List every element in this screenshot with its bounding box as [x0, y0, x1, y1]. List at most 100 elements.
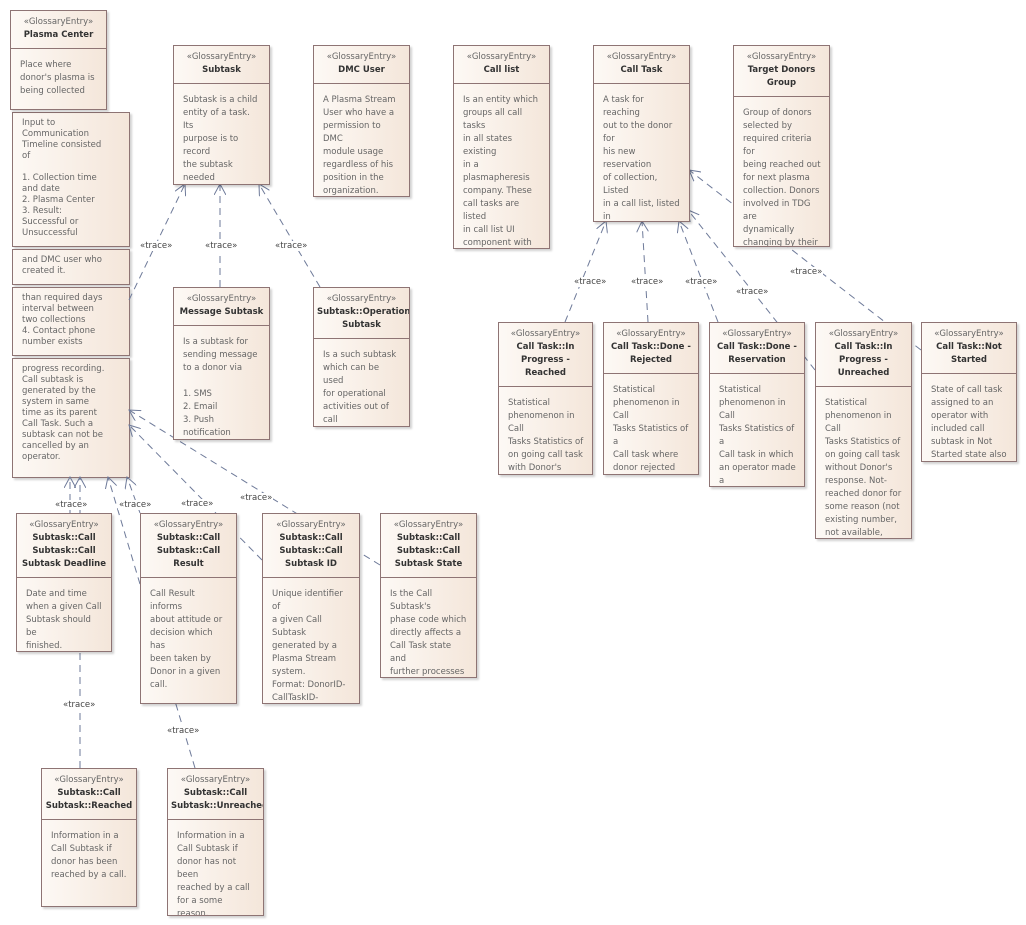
trace-label: «trace»: [204, 241, 239, 251]
stereotype-label: «GlossaryEntry»: [393, 520, 464, 530]
glossary-entry-in-progress-reached[interactable]: «GlossaryEntry»Call Task::In Progress - …: [498, 322, 593, 475]
entry-description: Statistical phenomenon in Call Tasks Sta…: [613, 385, 689, 473]
trace-label: «trace»: [62, 700, 97, 710]
stereotype-label: «GlossaryEntry»: [466, 52, 537, 62]
stereotype-label: «GlossaryEntry»: [186, 294, 257, 304]
stereotype-label: «GlossaryEntry»: [326, 52, 397, 62]
stereotype-label: «GlossaryEntry»: [746, 52, 817, 62]
entry-description: Date and time when a given Call Subtask …: [26, 589, 102, 651]
entry-name: Subtask::Call Subtask::Unreached: [171, 788, 264, 811]
stereotype-label: «GlossaryEntry»: [153, 520, 224, 530]
stereotype-label: «GlossaryEntry»: [186, 52, 257, 62]
stereotype-label: «GlossaryEntry»: [23, 17, 94, 27]
entry-description: Is the Call Subtask's phase code which d…: [390, 589, 467, 677]
glossary-entry-call-subtask-deadline[interactable]: «GlossaryEntry»Subtask::Call Subtask::Ca…: [16, 513, 112, 652]
entry-name: Subtask::Call Subtask::Call Result: [156, 533, 221, 569]
entry-name: Call list: [483, 65, 520, 75]
entry-name: Call Task::In Progress - Unreached: [834, 342, 893, 378]
glossary-entry-operational-subtask[interactable]: «GlossaryEntry»Subtask::Operational Subt…: [313, 287, 410, 427]
entry-name: Subtask::Call Subtask::Call Subtask ID: [279, 533, 343, 569]
entry-description: Statistical phenomenon in Call Tasks Sta…: [719, 385, 796, 486]
stereotype-label: «GlossaryEntry»: [180, 775, 251, 785]
glossary-entry-communication[interactable]: and DMC user who created it.: [12, 249, 130, 285]
glossary-entry-call-result[interactable]: «GlossaryEntry»Subtask::Call Subtask::Ca…: [140, 513, 237, 704]
glossary-entry-dmc-user[interactable]: «GlossaryEntry» DMC User A Plasma Stream U…: [313, 45, 410, 197]
glossary-entry-donor[interactable]: than required days interval between two …: [12, 287, 130, 356]
entry-name: Call Task::Done - Reservation: [717, 342, 797, 365]
entry-description: Information in a Call Subtask if donor h…: [177, 831, 250, 916]
glossary-entry-call-task[interactable]: «GlossaryEntry» Call Task A task for reach…: [593, 45, 690, 222]
entry-name: DMC User: [338, 65, 385, 75]
stereotype-label: «GlossaryEntry»: [934, 329, 1004, 339]
entry-name: Call Task::Done - Rejected: [611, 342, 691, 365]
stereotype-label: «GlossaryEntry»: [54, 775, 124, 785]
glossary-entry-done-reservation[interactable]: «GlossaryEntry»Call Task::Done - Reserva…: [709, 322, 805, 487]
stereotype-label: «GlossaryEntry»: [276, 520, 346, 530]
glossary-entry-call-subtask-state[interactable]: «GlossaryEntry»Subtask::Call Subtask::Ca…: [380, 513, 477, 678]
entry-description: Input to Communication Timeline consiste…: [22, 118, 102, 238]
glossary-entry-unreached[interactable]: «GlossaryEntry»Subtask::Call Subtask::Un…: [167, 768, 264, 916]
trace-label: «trace»: [684, 277, 719, 287]
stereotype-label: «GlossaryEntry»: [616, 329, 686, 339]
entry-name: Call Task::In Progress - Reached: [516, 342, 575, 378]
entry-description: Unique identifier of a given Call Subtas…: [272, 589, 346, 703]
trace-line: [108, 477, 196, 769]
entry-name: Subtask::Operational Subtask: [317, 307, 410, 330]
entry-description: than required days interval between two …: [22, 293, 103, 347]
entry-name: Target Donors Group: [747, 65, 816, 88]
entry-description: Statistical phenomenon in Call Tasks Sta…: [825, 398, 902, 538]
trace-label: «trace»: [118, 500, 153, 510]
trace-label: «trace»: [54, 500, 89, 510]
entry-description: Subtask is a child entity of a task. Its…: [183, 95, 258, 183]
trace-label: «trace»: [573, 277, 608, 287]
entry-name: Subtask::Call Subtask::Call Subtask Stat…: [394, 533, 463, 569]
glossary-entry-in-progress-unreached[interactable]: «GlossaryEntry»Call Task::In Progress - …: [815, 322, 912, 539]
trace-label: «trace»: [630, 277, 665, 287]
trace-label: «trace»: [735, 287, 770, 297]
glossary-entry-call-subtask-id[interactable]: «GlossaryEntry»Subtask::Call Subtask::Ca…: [262, 513, 360, 704]
glossary-entry-communication-input[interactable]: Input to Communication Timeline consiste…: [12, 112, 130, 247]
stereotype-label: «GlossaryEntry»: [326, 294, 397, 304]
entry-description: Place where donor's plasma is being coll…: [20, 60, 95, 96]
trace-label: «trace»: [139, 241, 174, 251]
trace-line: [564, 221, 606, 323]
glossary-entry-done-rejected[interactable]: «GlossaryEntry»Call Task::Done - Rejecte…: [603, 322, 699, 475]
stereotype-label: «GlossaryEntry»: [722, 329, 792, 339]
trace-line: [679, 221, 719, 323]
stereotype-label: «GlossaryEntry»: [510, 329, 581, 339]
trace-line: [642, 221, 648, 323]
stereotype-label: «GlossaryEntry»: [606, 52, 677, 62]
entry-name: Message Subtask: [179, 307, 264, 317]
entry-name: Call Task: [620, 65, 663, 75]
entry-description: State of call task assigned to an operat…: [931, 385, 1007, 460]
entry-description: Statistical phenomenon in Call Tasks Sta…: [508, 398, 584, 473]
trace-label: «trace»: [789, 267, 824, 277]
stereotype-label: «GlossaryEntry»: [828, 329, 899, 339]
entry-name: Subtask::Call Subtask::Call Subtask Dead…: [21, 533, 106, 569]
entry-name: Subtask: [202, 65, 241, 75]
entry-name: Call Task::Not Started: [936, 342, 1002, 365]
trace-line: [259, 184, 321, 288]
entry-description: A task for reaching out to the donor for…: [603, 95, 680, 222]
trace-label: «trace»: [239, 493, 274, 503]
glossary-entry-message-subtask[interactable]: «GlossaryEntry» Message Subtask Is a subta…: [173, 287, 270, 440]
entry-description: and DMC user who created it.: [22, 255, 102, 276]
entry-description: A Plasma Stream User who have a permissi…: [323, 95, 396, 196]
glossary-entry-reached[interactable]: «GlossaryEntry»Subtask::Call Subtask::Re…: [41, 768, 137, 907]
entry-description: Is a subtask for sending message to a do…: [183, 337, 258, 438]
entry-description: Call Result informs about attitude or de…: [150, 589, 223, 690]
trace-line: [689, 170, 922, 351]
entry-description: Is a such subtask which can be used for …: [323, 350, 397, 425]
trace-label: «trace»: [180, 499, 215, 509]
trace-line: [129, 425, 263, 561]
entry-name: Subtask::Call Subtask::Reached: [45, 788, 133, 811]
entry-description: Group of donors selected by required cri…: [743, 108, 821, 247]
trace-label: «trace»: [274, 241, 309, 251]
trace-label: «trace»: [166, 726, 201, 736]
entry-name: Plasma Center: [23, 30, 94, 40]
